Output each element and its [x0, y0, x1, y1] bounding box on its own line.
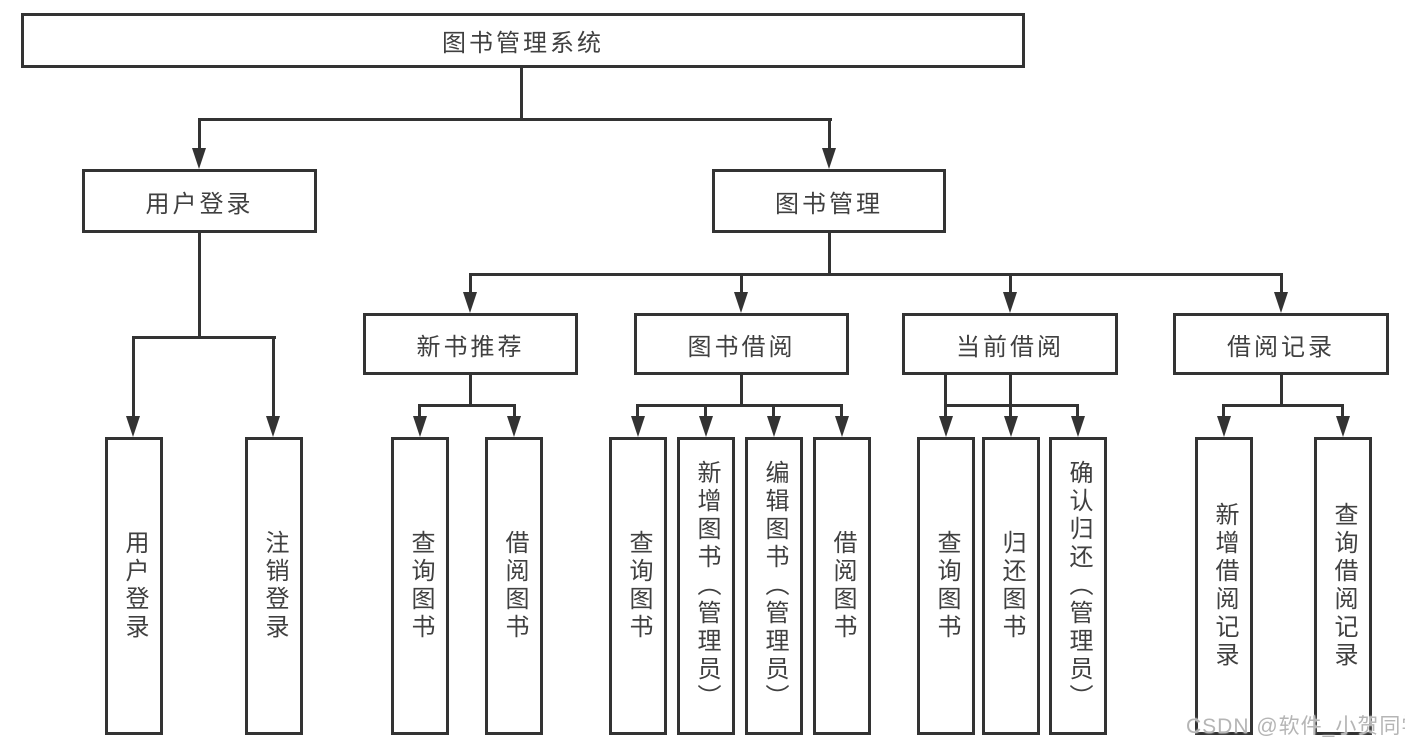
node-library-system-label: 图书管理系统: [442, 30, 604, 57]
connector-line: [132, 336, 276, 339]
connector-line: [1009, 375, 1012, 404]
node-book-borrow: 图书借阅: [634, 313, 849, 375]
connector-line: [418, 404, 516, 407]
arrowhead-icon: [699, 416, 713, 437]
arrowhead-icon: [126, 416, 140, 437]
node-user-login: 用户登录: [82, 169, 317, 233]
connector-line: [1009, 404, 1012, 420]
arrowhead-icon: [1003, 292, 1017, 313]
leaf-confirm-return-admin: 确认归还（管理员）: [1049, 437, 1107, 735]
leaf-add-borrow-record-label: 新增借阅记录: [1211, 502, 1238, 670]
node-library-system: 图书管理系统: [21, 13, 1025, 68]
connector-line: [944, 375, 947, 404]
leaf-add-book-admin: 新增图书（管理员）: [677, 437, 735, 735]
connector-line: [198, 233, 201, 336]
connector-line: [1341, 404, 1344, 420]
leaf-borrow-books-recommend: 借阅图书: [485, 437, 543, 735]
connector-line: [513, 404, 516, 420]
arrowhead-icon: [939, 416, 953, 437]
node-new-book-recommend-label: 新书推荐: [416, 333, 525, 361]
leaf-add-book-admin-label: 新增图书（管理员）: [693, 460, 720, 712]
csdn-watermark: CSDN @软件_小贺同学: [1186, 715, 1405, 738]
arrowhead-icon: [1274, 292, 1288, 313]
connector-line: [272, 336, 275, 419]
node-new-book-recommend: 新书推荐: [363, 313, 578, 375]
connector-line: [704, 404, 707, 420]
connector-line: [1009, 273, 1012, 297]
leaf-return-book-label: 归还图书: [998, 530, 1025, 642]
connector-line: [636, 404, 639, 420]
leaf-logout-label: 注销登录: [261, 530, 288, 642]
arrowhead-icon: [192, 148, 206, 169]
connector-line: [520, 68, 523, 118]
node-borrow-records: 借阅记录: [1173, 313, 1389, 375]
leaf-query-books-current: 查询图书: [917, 437, 975, 735]
arrowhead-icon: [266, 416, 280, 437]
connector-line: [198, 118, 201, 151]
leaf-user-login: 用户登录: [105, 437, 163, 735]
leaf-borrow-books: 借阅图书: [813, 437, 871, 735]
connector-line: [840, 404, 843, 420]
arrowhead-icon: [835, 416, 849, 437]
leaf-edit-book-admin: 编辑图书（管理员）: [745, 437, 803, 735]
node-book-management-label: 图书管理: [775, 190, 883, 218]
arrowhead-icon: [1217, 416, 1231, 437]
arrowhead-icon: [822, 148, 836, 169]
connector-line: [740, 375, 743, 404]
connector-line: [1222, 404, 1225, 420]
leaf-edit-book-admin-label: 编辑图书（管理员）: [761, 460, 788, 712]
node-user-login-label: 用户登录: [145, 190, 254, 218]
leaf-logout: 注销登录: [245, 437, 303, 735]
connector-line: [469, 273, 1283, 276]
connector-line: [772, 404, 775, 420]
connector-line: [469, 375, 472, 404]
connector-line: [1280, 273, 1283, 297]
arrowhead-icon: [1004, 416, 1018, 437]
connector-line: [1076, 404, 1079, 420]
connector-line: [828, 233, 831, 273]
connector-line: [132, 336, 135, 419]
node-current-borrow: 当前借阅: [902, 313, 1118, 375]
leaf-query-books-borrow: 查询图书: [609, 437, 667, 735]
leaf-query-borrow-record: 查询借阅记录: [1314, 437, 1372, 735]
leaf-borrow-books-label: 借阅图书: [829, 530, 856, 642]
arrowhead-icon: [767, 416, 781, 437]
leaf-query-books-borrow-label: 查询图书: [625, 530, 652, 642]
leaf-query-books-recommend-label: 查询图书: [407, 530, 434, 642]
leaf-query-borrow-record-label: 查询借阅记录: [1330, 502, 1357, 670]
arrowhead-icon: [463, 292, 477, 313]
leaf-confirm-return-admin-label: 确认归还（管理员）: [1065, 460, 1092, 712]
leaf-borrow-books-recommend-label: 借阅图书: [501, 530, 528, 642]
node-book-management: 图书管理: [712, 169, 946, 233]
node-current-borrow-label: 当前借阅: [956, 333, 1064, 361]
connector-line: [740, 273, 743, 297]
connector-line: [1222, 404, 1344, 407]
arrowhead-icon: [507, 416, 521, 437]
arrowhead-icon: [631, 416, 645, 437]
connector-line: [828, 118, 831, 151]
arrowhead-icon: [1336, 416, 1350, 437]
connector-line: [469, 273, 472, 297]
leaf-user-login-label: 用户登录: [121, 530, 148, 642]
connector-line: [1280, 375, 1283, 404]
node-borrow-records-label: 借阅记录: [1227, 333, 1335, 361]
connector-line: [418, 404, 421, 420]
leaf-query-books-recommend: 查询图书: [391, 437, 449, 735]
node-book-borrow-label: 图书借阅: [687, 333, 796, 361]
connector-line: [636, 404, 843, 407]
connector-line: [944, 404, 947, 420]
leaf-add-borrow-record: 新增借阅记录: [1195, 437, 1253, 735]
arrowhead-icon: [1071, 416, 1085, 437]
arrowhead-icon: [413, 416, 427, 437]
leaf-return-book: 归还图书: [982, 437, 1040, 735]
arrowhead-icon: [734, 292, 748, 313]
connector-line: [198, 118, 832, 121]
leaf-query-books-current-label: 查询图书: [933, 530, 960, 642]
